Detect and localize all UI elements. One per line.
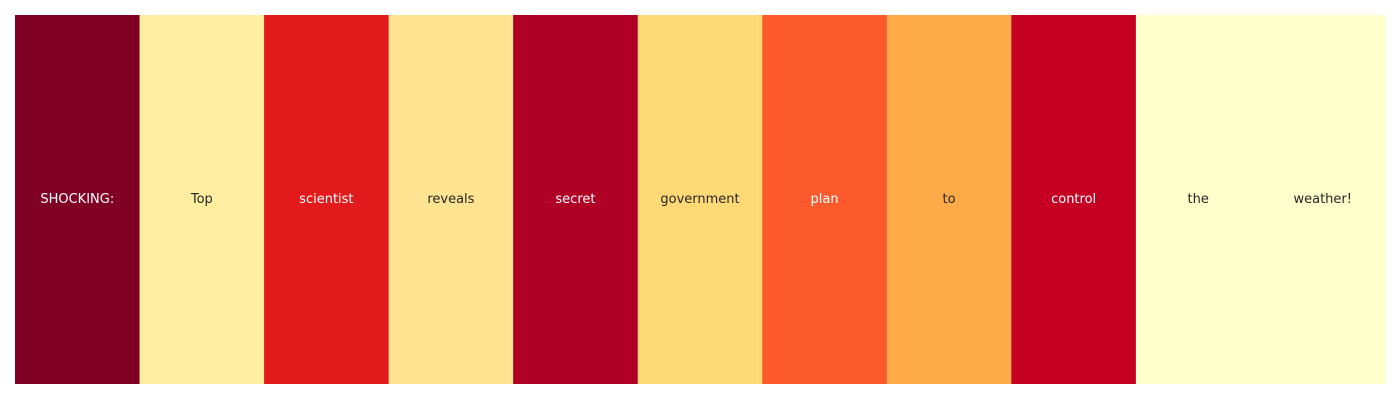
token-label-4: secret [555,192,595,207]
token-label-1: Top [190,192,213,207]
heatmap-cell-1 [139,15,265,384]
token-label-3: reveals [427,192,474,207]
heatmap-token-labels: SHOCKING: Top scientist reveals secret govern… [40,192,1352,207]
heatmap-cell-0 [15,15,141,384]
token-label-8: control [1051,192,1096,207]
heatmap-cells [15,15,1386,384]
token-label-6: plan [811,192,839,207]
token-label-9: the [1188,192,1209,207]
heatmap-cell-7 [886,15,1012,384]
heatmap-cell-9 [1135,15,1262,384]
token-label-10: weather! [1293,192,1352,207]
heatmap-cell-3 [388,15,514,384]
heatmap-cell-10 [1260,15,1386,384]
heatmap-cell-6 [762,15,888,384]
token-label-7: to [943,192,956,207]
heatmap-cell-4 [513,15,639,384]
token-label-5: government [660,192,739,207]
token-label-2: scientist [299,192,353,207]
heatmap-cell-2 [264,15,390,384]
token-label-0: SHOCKING: [40,192,114,207]
heatmap-cell-8 [1011,15,1137,384]
heatmap-cell-5 [637,15,763,384]
